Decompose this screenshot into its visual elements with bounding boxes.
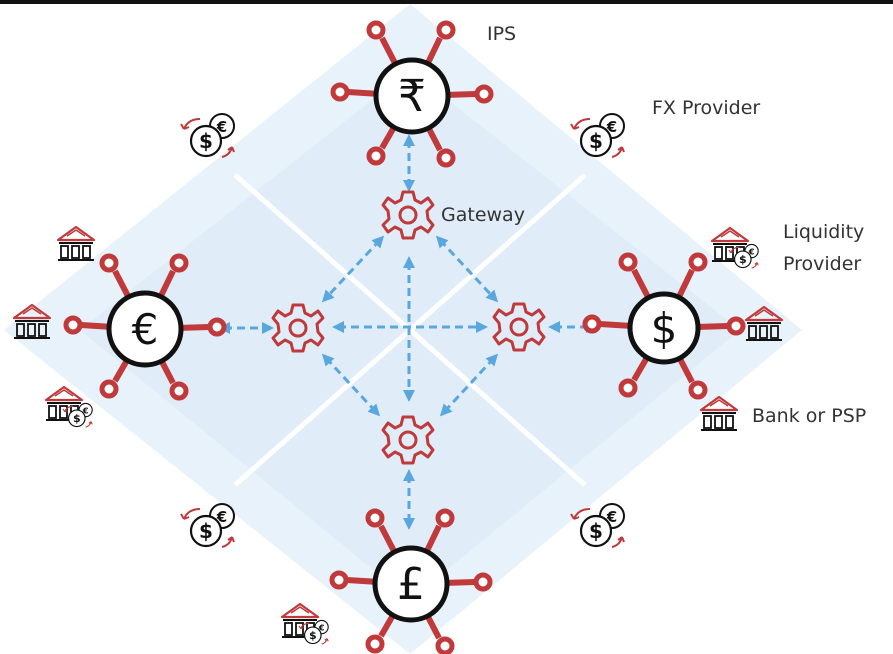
label-gateway: Gateway: [441, 204, 525, 226]
bank-fx-icon-pound: [282, 604, 328, 644]
fx-provider-icon-bottom-left: [179, 502, 236, 549]
label-liquidity: Liquidity: [783, 221, 865, 243]
hub-euro: €: [66, 256, 224, 398]
top-border-line: [0, 0, 893, 4]
label-ips: IPS: [487, 23, 517, 45]
bank-icon-euro-top: [56, 225, 96, 262]
dollar-symbol: $: [651, 304, 678, 353]
arrow-top-right: [435, 235, 499, 303]
fx-provider-icon-top-left: [179, 112, 236, 159]
label-provider: Provider: [783, 253, 862, 275]
rupee-symbol: ₹: [398, 71, 426, 122]
label-bank-or-psp: Bank or PSP: [752, 405, 867, 427]
arrow-top-left: [321, 235, 385, 303]
hub-dollar: $: [585, 255, 743, 397]
pound-symbol: £: [397, 559, 425, 610]
euro-symbol: €: [132, 305, 159, 354]
label-fx-provider: FX Provider: [652, 97, 761, 119]
connection-arrows: [218, 134, 598, 530]
hub-rupee: ₹: [333, 23, 491, 165]
hub-pound: £: [332, 511, 490, 653]
